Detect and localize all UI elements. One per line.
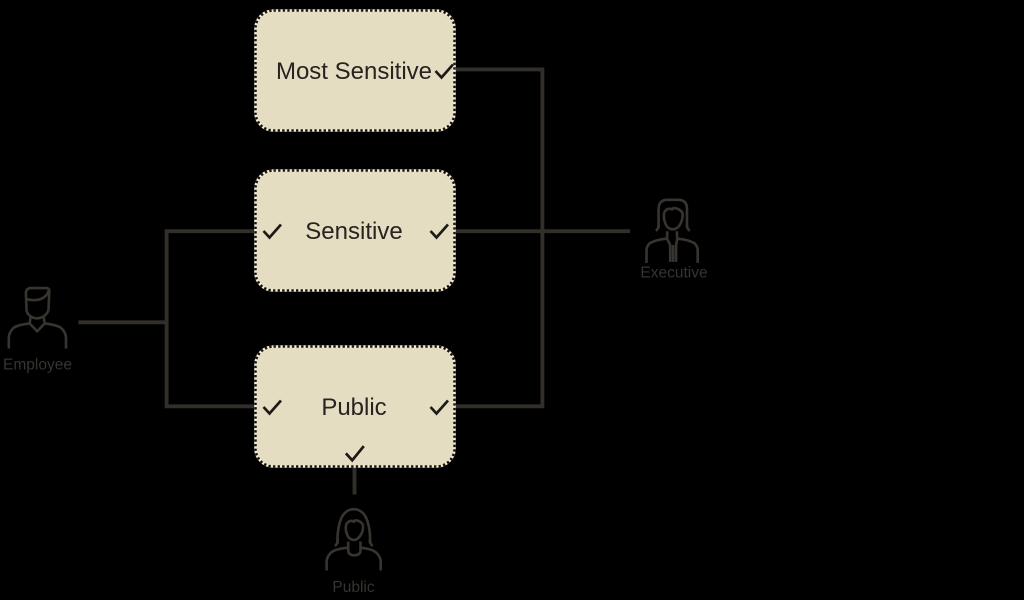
svg-text:Employee: Employee <box>3 357 72 374</box>
svg-text:Sensitive: Sensitive <box>305 218 402 245</box>
svg-text:Public: Public <box>321 394 386 421</box>
svg-text:Most Sensitive: Most Sensitive <box>276 58 432 85</box>
svg-text:Executive: Executive <box>640 265 707 282</box>
svg-text:Public: Public <box>332 579 374 596</box>
